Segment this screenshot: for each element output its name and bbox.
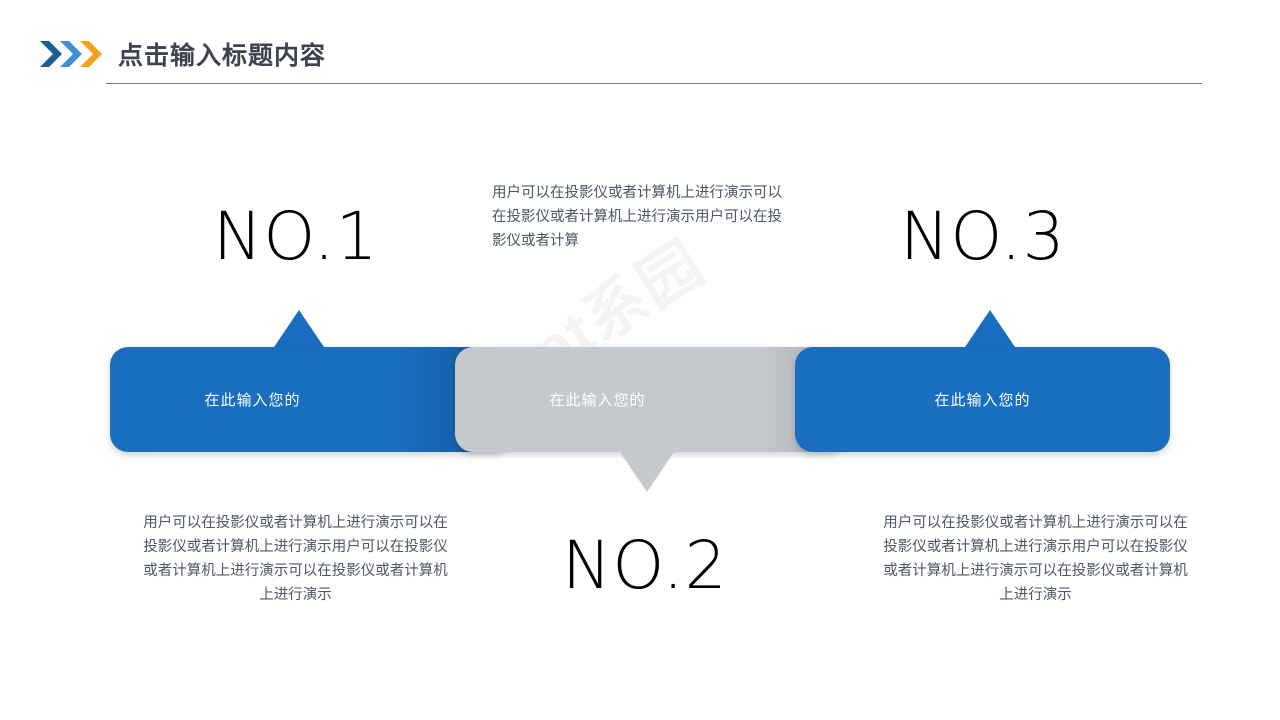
step-2-pointer-down-icon xyxy=(620,452,674,492)
header-divider xyxy=(106,83,1202,84)
step-3-heading: NO.3 xyxy=(900,198,1066,275)
chevron-group-icon xyxy=(40,39,106,69)
step-1-pointer-up-icon xyxy=(272,310,326,350)
step-2-bar-label: 在此输入您的 xyxy=(549,392,646,409)
step-3-bar-label: 在此输入您的 xyxy=(934,392,1031,409)
step-2-bar[interactable]: 在此输入您的 xyxy=(455,347,845,452)
step-1-bar-label: 在此输入您的 xyxy=(204,392,301,409)
step-3-description: 用户可以在投影仪或者计算机上进行演示可以在投影仪或者计算机上进行演示用户可以在投… xyxy=(883,515,1188,603)
chevron-right-icon-1 xyxy=(40,41,62,67)
step-3-bar[interactable]: 在此输入您的 xyxy=(795,347,1170,452)
step-1-bar[interactable]: 在此输入您的 xyxy=(110,347,510,452)
step-2-description: 用户可以在投影仪或者计算机上进行演示可以在投影仪或者计算机上进行演示用户可以在投… xyxy=(492,185,782,249)
step-3-pointer-up-icon xyxy=(963,310,1017,350)
chevron-right-icon-3 xyxy=(80,41,102,67)
chevron-right-icon-2 xyxy=(60,41,82,67)
step-1-heading: NO.1 xyxy=(213,198,379,275)
step-1-description: 用户可以在投影仪或者计算机上进行演示可以在投影仪或者计算机上进行演示用户可以在投… xyxy=(143,515,448,603)
page-title: 点击输入标题内容 xyxy=(118,42,327,70)
step-2-heading: NO.2 xyxy=(562,527,728,604)
slide-header: 点击输入标题内容 xyxy=(0,0,1280,95)
